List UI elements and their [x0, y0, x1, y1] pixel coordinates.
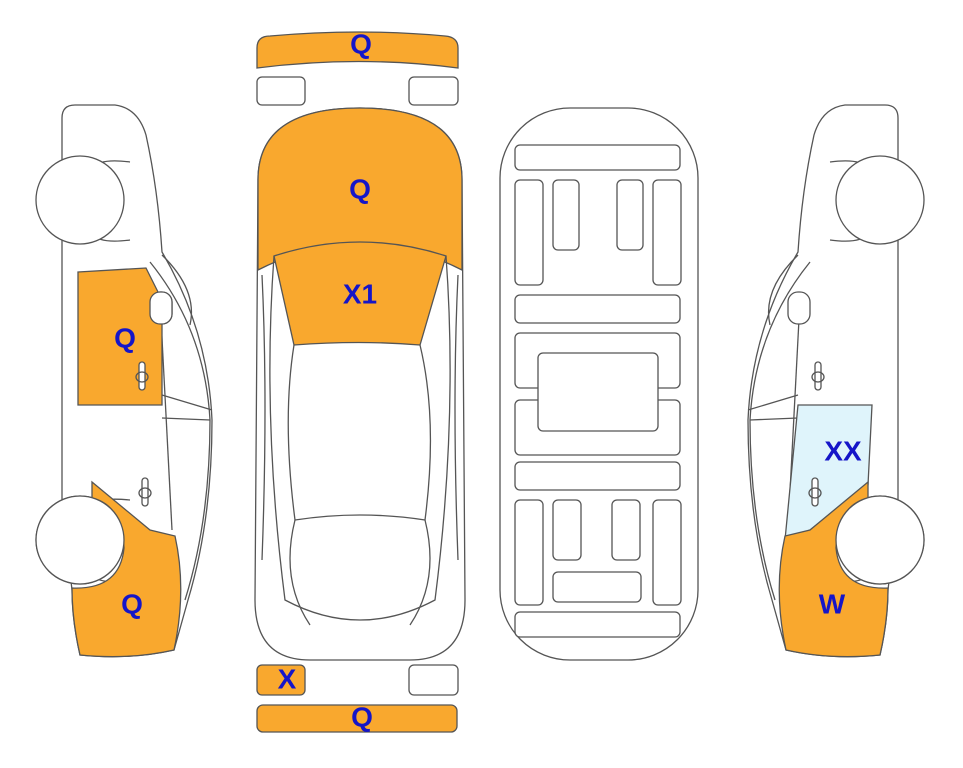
- left-front-door-label: Q: [114, 322, 136, 353]
- hood-label: Q: [349, 173, 371, 204]
- right-side-view: XX W: [747, 104, 925, 658]
- front-bumper-damage[interactable]: [256, 31, 459, 69]
- rear-bumper-damage[interactable]: [256, 704, 458, 733]
- rear-left-light-damage[interactable]: [256, 664, 306, 696]
- underside-view: [499, 107, 699, 661]
- top-view: Q Q X1 X Q: [254, 28, 466, 733]
- windshield-label: X1: [343, 278, 377, 309]
- front-right-light[interactable]: [408, 76, 459, 106]
- right-rear-door-label: XX: [824, 435, 862, 466]
- rear-right-light[interactable]: [408, 664, 459, 696]
- rear-bumper-label: Q: [351, 701, 373, 732]
- left-rear-quarter-label: Q: [121, 588, 143, 619]
- front-left-light[interactable]: [256, 76, 306, 106]
- right-rear-quarter-label: W: [819, 588, 846, 619]
- rear-left-light-label: X: [278, 663, 297, 694]
- left-side-view: Q Q: [35, 104, 213, 658]
- front-bumper-label: Q: [350, 28, 372, 59]
